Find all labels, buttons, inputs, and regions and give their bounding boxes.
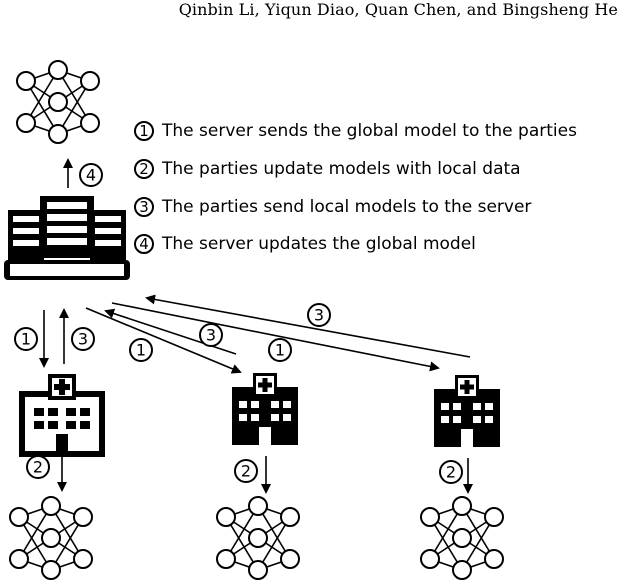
party-1-hospital-icon	[19, 374, 105, 457]
party-1-local-model-neural-network-icon	[9, 496, 93, 580]
party-3-update-arrow: 2	[439, 458, 473, 494]
legend-item-1: 1 The server sends the global model to t…	[134, 118, 577, 144]
party-3-local-model-neural-network-icon	[420, 496, 504, 580]
party-1-update-arrow: 2	[26, 455, 67, 492]
step-label-3: 3	[206, 326, 216, 345]
party-2-hospital-icon	[232, 373, 298, 445]
right-party-arrows: 1 3	[111, 294, 471, 372]
legend-number: 2	[134, 159, 154, 179]
legend-item-3: 3 The parties send local models to the s…	[134, 194, 531, 220]
legend-item-4: 4 The server updates the global model	[134, 231, 476, 257]
legend-number: 3	[134, 197, 154, 217]
global-model-neural-network-icon	[16, 60, 100, 144]
step-label-1: 1	[136, 341, 146, 360]
step-label-1: 1	[275, 341, 285, 360]
legend-number: 1	[134, 121, 154, 141]
author-header: Qinbin Li, Yiqun Diao, Quan Chen, and Bi…	[178, 0, 618, 19]
left-party-arrows: 1 3	[14, 308, 95, 368]
step-label-2: 2	[241, 462, 251, 481]
step-label-2: 2	[446, 463, 456, 482]
party-2-update-arrow: 2	[234, 456, 271, 494]
server-update-arrow: 4	[63, 158, 103, 188]
legend-text: The parties update models with local dat…	[162, 159, 521, 179]
step-label-2: 2	[33, 458, 43, 477]
party-3-hospital-icon	[434, 375, 500, 447]
step-label-4: 4	[86, 166, 96, 185]
legend-item-2: 2 The parties update models with local d…	[134, 156, 521, 182]
step-label-3: 3	[314, 306, 324, 325]
party-2-local-model-neural-network-icon	[216, 496, 300, 580]
legend-text: The server sends the global model to the…	[162, 121, 577, 141]
middle-party-arrows: 1 3	[85, 307, 242, 374]
legend-text: The server updates the global model	[162, 234, 476, 254]
legend-text: The parties send local models to the ser…	[162, 197, 532, 217]
step-label-1: 1	[21, 330, 31, 349]
legend-number: 4	[134, 234, 154, 254]
step-label-3: 3	[78, 330, 88, 349]
server-rack-icon	[4, 196, 130, 280]
